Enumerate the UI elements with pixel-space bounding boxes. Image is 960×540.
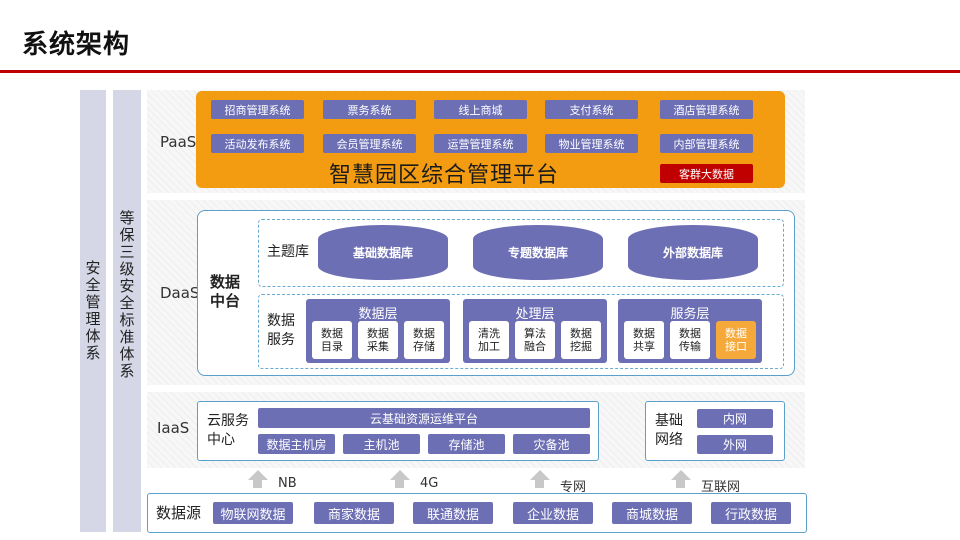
extranet-pill[interactable]: 外网 bbox=[697, 435, 773, 454]
daas-layer-label: DaaS bbox=[160, 284, 200, 302]
data-source-pill[interactable]: 行政数据 bbox=[711, 502, 791, 524]
network-type-label: 4G bbox=[420, 476, 439, 491]
data-source-pill[interactable]: 物联网数据 bbox=[213, 502, 293, 524]
title-divider bbox=[0, 70, 960, 73]
resource-pool-pill[interactable]: 存储池 bbox=[428, 434, 505, 454]
paas-system-pill[interactable]: 活动发布系统 bbox=[211, 134, 304, 153]
service-function-cell[interactable]: 数据 接口 bbox=[716, 321, 756, 359]
service-group-title: 服务层 bbox=[670, 307, 710, 322]
service-function-cell[interactable]: 数据 挖掘 bbox=[561, 321, 601, 359]
theme-database-cylinder[interactable]: 外部数据库 bbox=[628, 225, 758, 280]
paas-layer-label: PaaS bbox=[160, 133, 197, 151]
paas-system-pill[interactable]: 酒店管理系统 bbox=[660, 100, 753, 119]
service-function-cell[interactable]: 数据 采集 bbox=[358, 321, 398, 359]
data-source-pill[interactable]: 企业数据 bbox=[513, 502, 593, 524]
network-type-label: 专网 bbox=[560, 480, 587, 495]
theme-database-cylinder[interactable]: 专题数据库 bbox=[473, 225, 603, 280]
bigdata-badge[interactable]: 客群大数据 bbox=[660, 164, 753, 183]
compliance-system-label: 等保三级安全标准体系 bbox=[117, 210, 136, 380]
data-source-pill[interactable]: 商城数据 bbox=[612, 502, 692, 524]
service-function-cell[interactable]: 数据 共享 bbox=[624, 321, 664, 359]
service-function-cell[interactable]: 数据 目录 bbox=[312, 321, 352, 359]
paas-system-pill[interactable]: 票务系统 bbox=[323, 100, 416, 119]
paas-system-pill[interactable]: 物业管理系统 bbox=[545, 134, 638, 153]
cloud-service-label: 云服务 中心 bbox=[207, 413, 249, 448]
data-source-label: 数据源 bbox=[156, 504, 202, 522]
service-function-cell[interactable]: 数据 存储 bbox=[404, 321, 444, 359]
upload-arrow-icon bbox=[248, 470, 268, 490]
upload-arrow-icon bbox=[671, 470, 691, 490]
data-service-label: 数据 服务 bbox=[267, 313, 295, 348]
resource-pool-pill[interactable]: 数据主机房 bbox=[258, 434, 335, 454]
paas-system-pill[interactable]: 会员管理系统 bbox=[323, 134, 416, 153]
data-service-frame bbox=[258, 294, 784, 369]
theme-database-cylinder[interactable]: 基础数据库 bbox=[318, 225, 448, 280]
security-system-label: 安全管理体系 bbox=[83, 260, 102, 362]
base-network-label: 基础 网络 bbox=[655, 413, 683, 448]
upload-arrow-icon bbox=[390, 470, 410, 490]
network-type-label: NB bbox=[278, 476, 297, 491]
service-function-cell[interactable]: 算法 融合 bbox=[515, 321, 555, 359]
theme-db-label: 主题库 bbox=[267, 244, 309, 260]
paas-platform-title: 智慧园区综合管理平台 bbox=[329, 163, 560, 188]
compliance-system-bar: 等保三级安全标准体系 bbox=[113, 90, 141, 532]
service-group-title: 数据层 bbox=[358, 307, 398, 322]
data-source-pill[interactable]: 联通数据 bbox=[413, 502, 493, 524]
service-function-cell[interactable]: 数据 传输 bbox=[670, 321, 710, 359]
paas-system-pill[interactable]: 支付系统 bbox=[545, 100, 638, 119]
data-middle-platform-label: 数据 中台 bbox=[210, 273, 241, 310]
resource-pool-pill[interactable]: 灾备池 bbox=[513, 434, 590, 454]
service-group-title: 处理层 bbox=[515, 307, 555, 322]
data-source-pill[interactable]: 商家数据 bbox=[314, 502, 394, 524]
paas-system-pill[interactable]: 运营管理系统 bbox=[434, 134, 527, 153]
cloud-ops-platform[interactable]: 云基础资源运维平台 bbox=[258, 408, 590, 428]
service-function-cell[interactable]: 清洗 加工 bbox=[469, 321, 509, 359]
paas-system-pill[interactable]: 内部管理系统 bbox=[660, 134, 753, 153]
theme-db-frame bbox=[258, 219, 784, 287]
upload-arrow-icon bbox=[530, 470, 550, 490]
page-title: 系统架构 bbox=[22, 30, 131, 60]
paas-system-pill[interactable]: 线上商城 bbox=[434, 100, 527, 119]
intranet-pill[interactable]: 内网 bbox=[697, 409, 773, 428]
paas-system-pill[interactable]: 招商管理系统 bbox=[211, 100, 304, 119]
network-type-label: 互联网 bbox=[701, 480, 741, 495]
security-system-bar: 安全管理体系 bbox=[80, 90, 106, 532]
resource-pool-pill[interactable]: 主机池 bbox=[343, 434, 420, 454]
iaas-layer-label: IaaS bbox=[157, 419, 190, 437]
